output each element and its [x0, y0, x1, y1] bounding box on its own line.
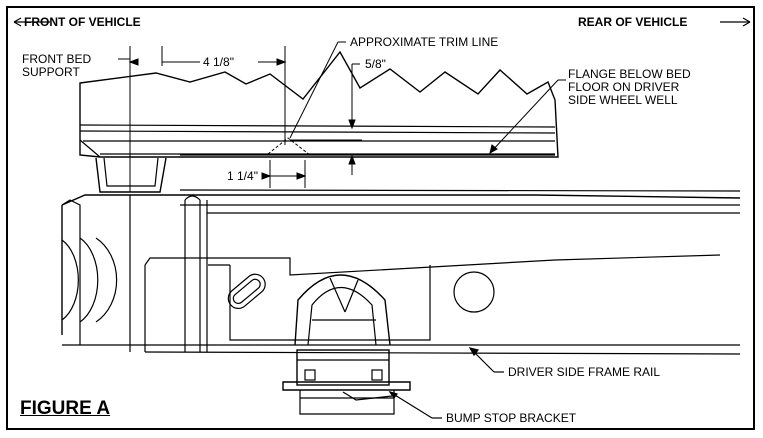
rear-arrow	[720, 17, 751, 27]
bump-stop-bracket-label: BUMP STOP BRACKET	[446, 411, 577, 425]
trim-line-label: APPROXIMATE TRIM LINE	[350, 35, 499, 49]
figure-title: FIGURE A	[20, 398, 111, 419]
flange-label-3: SIDE WHEEL WELL	[568, 93, 678, 107]
dimension-4-1-8: 4 1/8"	[203, 55, 234, 69]
frame-rail-label: DRIVER SIDE FRAME RAIL	[508, 365, 661, 379]
dimension-1-1-4: 1 1/4"	[227, 169, 258, 183]
bump-stop-bracket	[282, 349, 442, 419]
front-of-vehicle-label: FRONT OF VEHICLE	[24, 15, 141, 29]
front-bed-support-label-1: FRONT BED	[22, 52, 92, 66]
flange-label-2: FLOOR ON DRIVER	[568, 80, 680, 94]
dimension-5-8: 5/8"	[365, 57, 386, 71]
flange-label-1: FLANGE BELOW BED	[568, 67, 691, 81]
front-bed-support-label-2: SUPPORT	[22, 65, 80, 79]
bed-flange	[79, 50, 559, 158]
front-bed-support	[95, 157, 167, 193]
frame-rail	[61, 189, 741, 373]
front-arrow	[13, 17, 50, 27]
rear-of-vehicle-label: REAR OF VEHICLE	[578, 15, 688, 29]
dimension-lines	[118, 41, 566, 192]
